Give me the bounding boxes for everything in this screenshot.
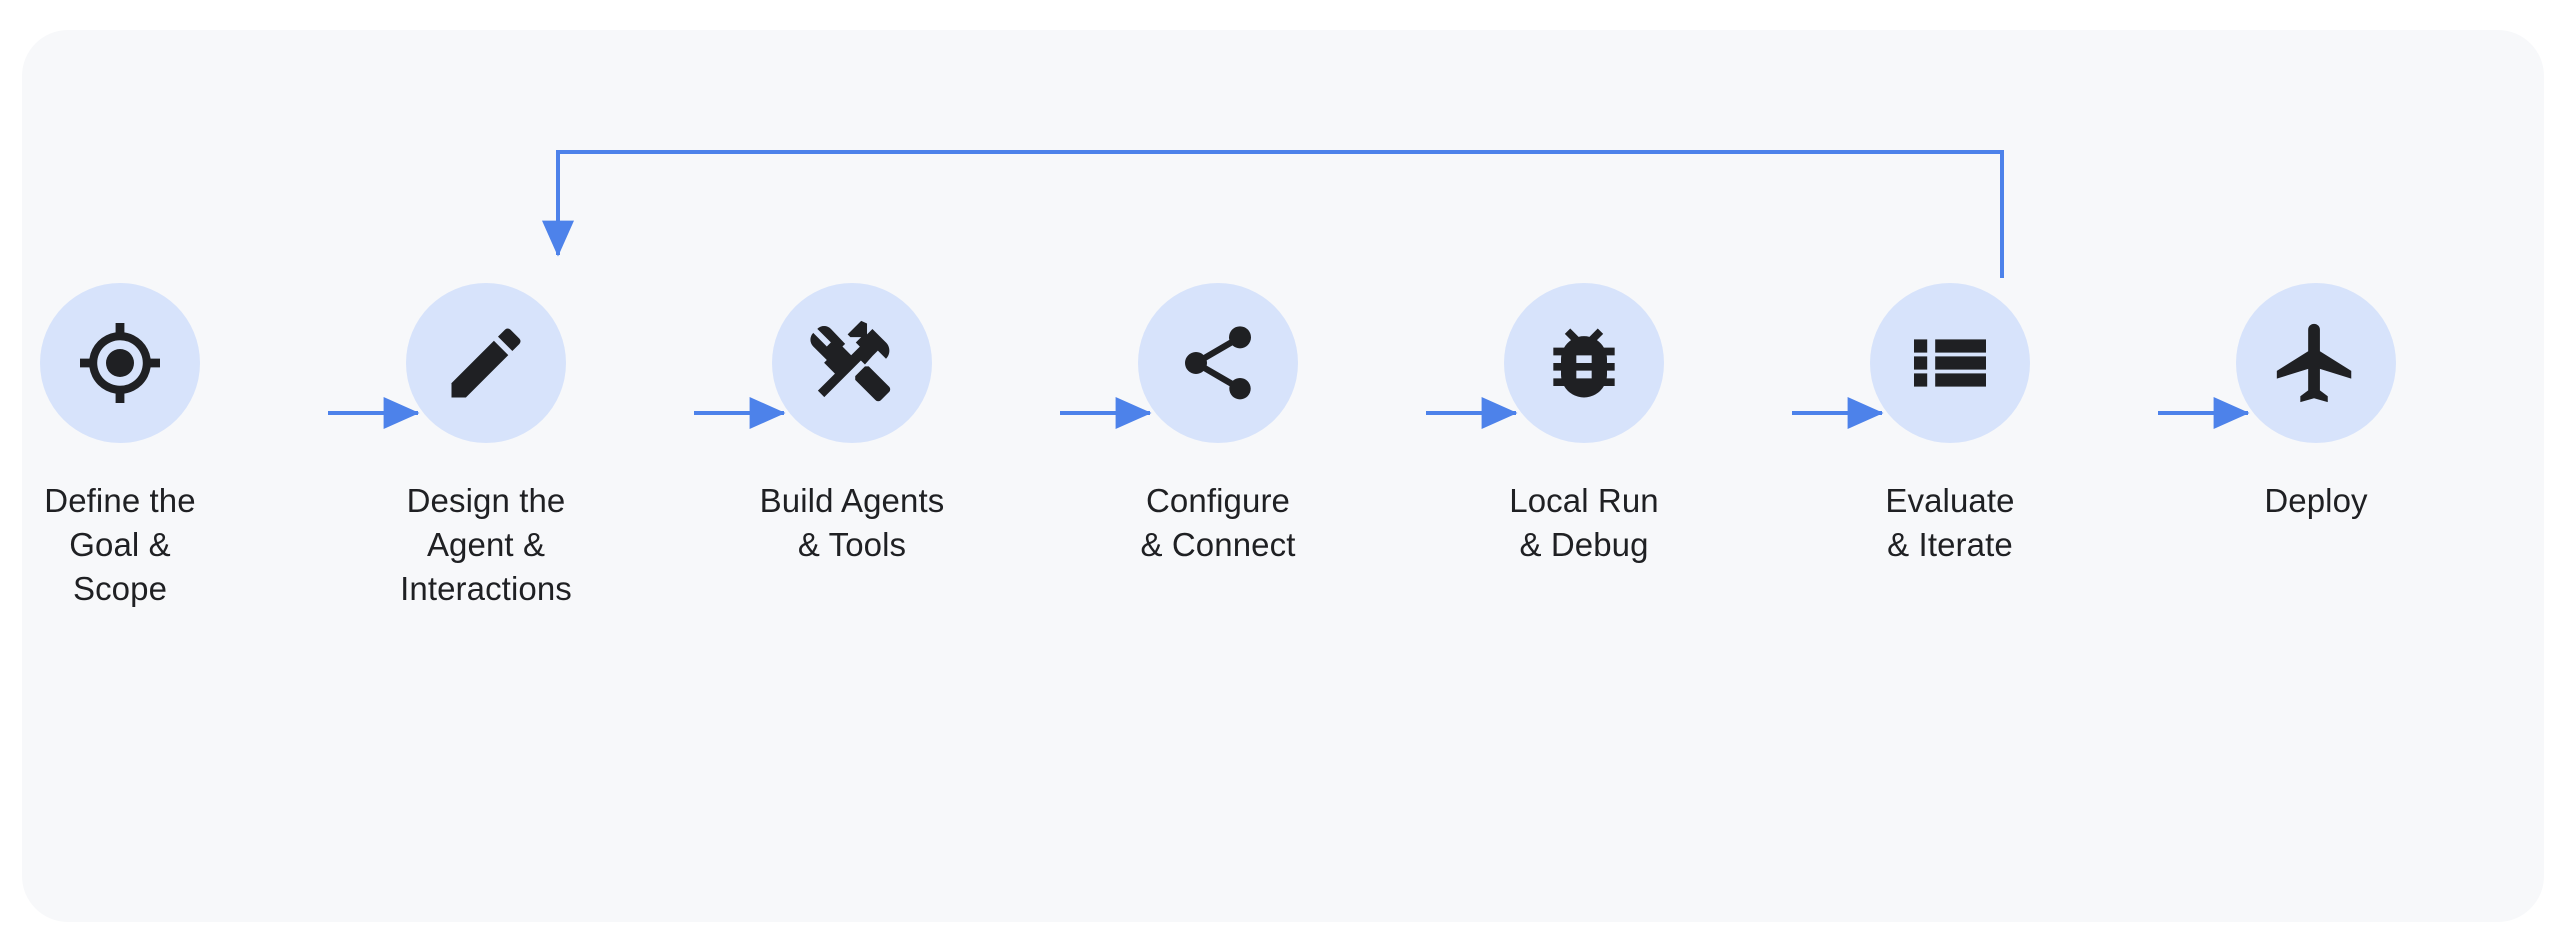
step-3-label: Build Agents & Tools [759, 482, 945, 563]
step-4-bubble[interactable] [1138, 283, 1298, 443]
hammer-wrench-icon [806, 317, 898, 409]
step-5-label: Local Run & Debug [1509, 482, 1659, 563]
step-3-bubble[interactable] [772, 283, 932, 443]
step-1-label: Define the Goal & Scope [44, 482, 196, 607]
step-6-bubble[interactable] [1870, 283, 2030, 443]
step-7-bubble[interactable] [2236, 283, 2396, 443]
step-1-bubble[interactable] [40, 283, 200, 443]
list-icon [1902, 315, 1998, 411]
step-5-bubble[interactable] [1504, 283, 1664, 443]
feedback-loop-connector [542, 150, 2004, 278]
pencil-icon [440, 317, 532, 409]
step-2-label: Design the Agent & Interactions [400, 482, 572, 607]
step-4-label: Configure & Connect [1140, 482, 1296, 563]
step-2-bubble[interactable] [406, 283, 566, 443]
share-nodes-icon [1174, 319, 1262, 407]
step-6-label: Evaluate & Iterate [1885, 482, 2015, 563]
step-7-label: Deploy [2264, 482, 2368, 519]
airplane-icon [2269, 316, 2363, 410]
diagram-panel [22, 30, 2544, 922]
target-icon [72, 315, 168, 411]
bug-icon [1538, 317, 1630, 409]
